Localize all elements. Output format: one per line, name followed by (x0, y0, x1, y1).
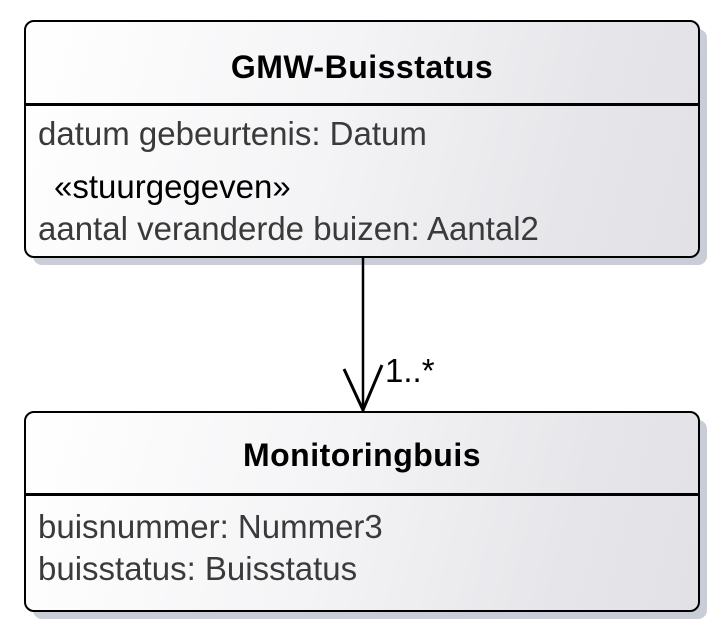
open-arrowhead-icon (342, 364, 384, 414)
attribute-buisnummer: buisnummer: Nummer3 (38, 508, 383, 545)
class-monitoringbuis: Monitoringbuis buisnummer: Nummer3 buiss… (24, 411, 700, 612)
attribute-buisstatus: buisstatus: Buisstatus (38, 550, 358, 587)
multiplicity-label: 1..* (385, 352, 435, 389)
class-monitoringbuis-title: Monitoringbuis (242, 436, 482, 473)
attribute-datum-gebeurtenis: datum gebeurtenis: Datum (38, 115, 427, 152)
class-monitoringbuis-header: Monitoringbuis (26, 413, 698, 496)
class-gmw-buisstatus-header: GMW-Buisstatus (26, 22, 698, 106)
stereotype-stuurgegeven: «stuurgegeven» (54, 168, 291, 205)
association-arrow (342, 256, 384, 414)
class-gmw-buisstatus: GMW-Buisstatus datum gebeurtenis: Datum … (24, 20, 700, 258)
attribute-aantal-veranderde-buizen: aantal veranderde buizen: Aantal2 (38, 210, 539, 247)
class-gmw-buisstatus-title: GMW-Buisstatus (230, 49, 494, 85)
class-gmw-buisstatus-attributes: datum gebeurtenis: Datum «stuurgegeven» … (26, 106, 698, 250)
class-monitoringbuis-attributes: buisnummer: Nummer3 buisstatus: Buisstat… (26, 496, 698, 590)
